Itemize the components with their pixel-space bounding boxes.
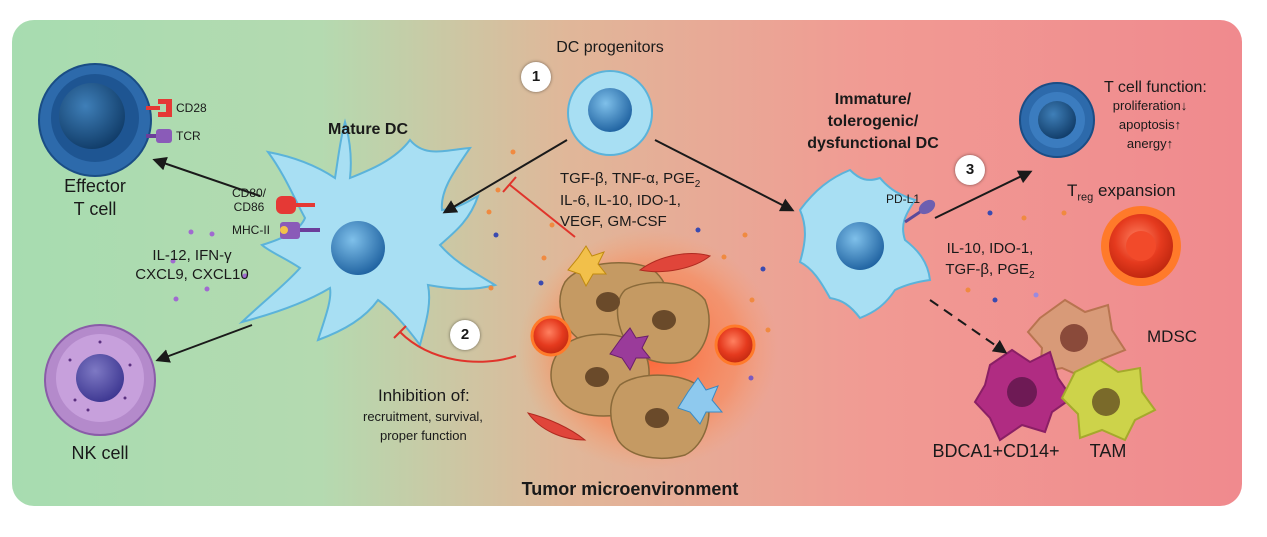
tcell-function-line3: anergy↑	[1126, 136, 1174, 151]
cd80-label: CD80/	[231, 186, 267, 200]
cxcl-label: CXCL9, CXCL10	[135, 266, 249, 283]
cd80-cd86-receptor	[276, 196, 315, 214]
bdca-cell	[973, 348, 1074, 442]
dc-progenitor-cell	[567, 70, 653, 156]
fibroblasts	[526, 253, 712, 441]
tam-cell	[1060, 358, 1157, 442]
il10-line2-text: TGF-β, PGE	[945, 261, 1030, 278]
tgf-line1: TGF-β, TNF-α, PGE2	[560, 170, 700, 191]
immature-line3: dysfunctional DC	[807, 135, 939, 152]
il10-line1: IL-10, IDO-1,	[946, 240, 1034, 257]
tumor-label: Tumor microenvironment	[521, 479, 739, 499]
cd86-label: CD86	[233, 200, 265, 214]
mdsc-label: MDSC	[1147, 327, 1198, 346]
tcr-label: TCR	[176, 129, 201, 143]
step-3-badge: 3	[955, 155, 985, 185]
dc-progenitors-label: DC progenitors	[556, 39, 664, 56]
mhc-ii-label: MHC-II	[232, 223, 270, 237]
il10-line2: TGF-β, PGE2	[945, 261, 1034, 282]
mhc-ii-receptor	[280, 222, 320, 239]
tcr-receptor	[146, 129, 172, 143]
treg-subscript: reg	[1077, 191, 1094, 204]
cytokine-dots	[170, 149, 1067, 381]
immature-line2: tolerogenic/	[827, 113, 919, 130]
cd28-receptor	[146, 99, 172, 117]
tumor-nuclei	[585, 292, 676, 428]
tcell-function-line1: proliferation↓	[1112, 98, 1188, 113]
effector-label-line2: T cell	[73, 199, 117, 219]
mature-dc	[238, 118, 498, 348]
mature-dc-label: Mature DC	[327, 121, 409, 138]
pd-l1-label: PD-L1	[886, 192, 921, 206]
tgf-line3: VEGF, GM-CSF	[560, 213, 667, 230]
nk-cell-label: NK cell	[71, 443, 129, 463]
arrows	[152, 139, 1033, 363]
tgf-line1-text: TGF-β, TNF-α, PGE	[560, 170, 695, 187]
tcell-function-title: T cell function:	[1104, 79, 1207, 96]
cd28-label: CD28	[176, 101, 207, 115]
tgf-line2: IL-6, IL-10, IDO-1,	[560, 192, 681, 209]
tcell-function-line2: apoptosis↑	[1118, 117, 1182, 132]
dysfunctional-t-cell	[1019, 82, 1095, 158]
pd-l1-receptor	[904, 199, 936, 224]
effector-label-line1: Effector	[64, 176, 126, 196]
tam-label: TAM	[1089, 441, 1127, 461]
inhibition-lines	[393, 176, 576, 363]
il12-label: IL-12, IFN-γ	[152, 247, 232, 264]
inhibition-line2: proper function	[380, 428, 467, 443]
immature-dc	[798, 168, 932, 320]
small-dcs-in-tumor	[567, 245, 724, 425]
treg-cell	[1101, 206, 1181, 286]
effector-t-cell	[38, 63, 152, 177]
red-immune-cells	[530, 315, 756, 366]
tgf-line1-subscript: 2	[694, 179, 701, 190]
il10-line2-subscript: 2	[1029, 270, 1035, 281]
inhibition-title: Inhibition of:	[378, 386, 470, 405]
treg-label: Treg expansion	[1067, 181, 1176, 204]
step-2-badge: 2	[450, 320, 480, 350]
treg-prefix: T	[1067, 181, 1078, 200]
treg-suffix: expansion	[1093, 181, 1176, 200]
inhibition-line1: recruitment, survival,	[363, 409, 483, 424]
immature-line1: Immature/	[834, 91, 912, 108]
step-1-badge: 1	[521, 62, 551, 92]
nk-cell	[44, 324, 156, 436]
bdca-label: BDCA1+CD14+	[932, 441, 1060, 461]
